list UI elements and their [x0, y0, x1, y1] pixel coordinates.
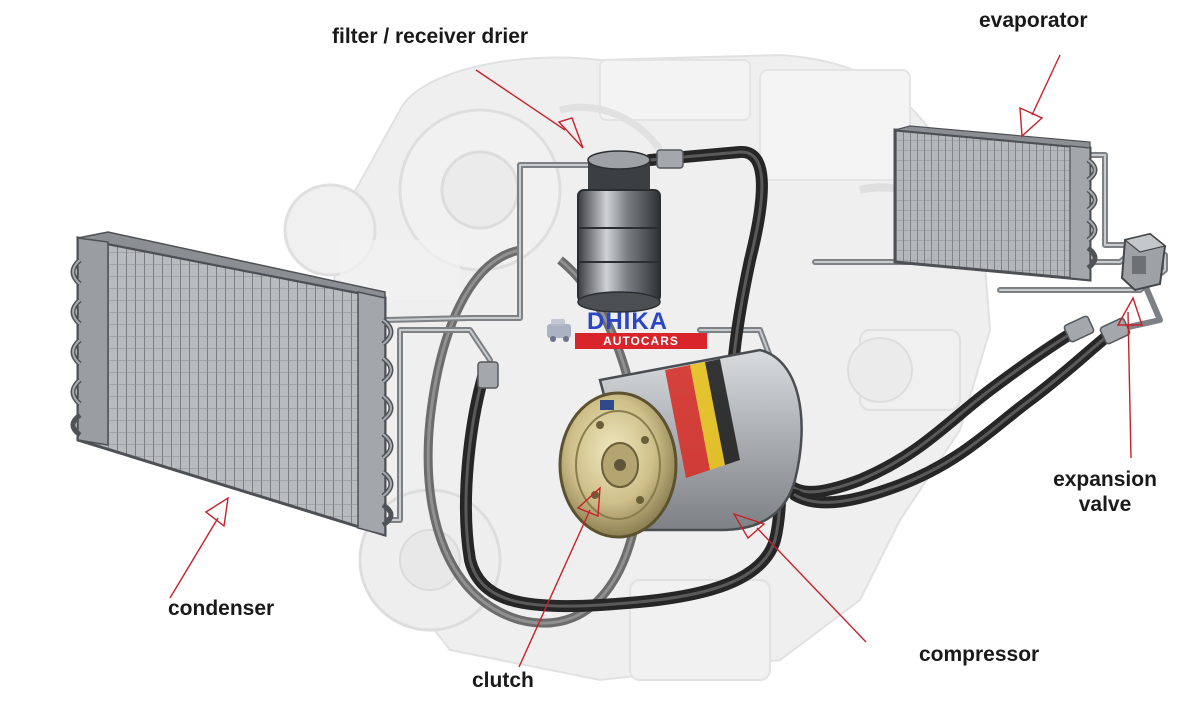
pointer-condenser	[169, 517, 219, 599]
pointer-evaporator	[1031, 54, 1061, 116]
pointer-clutch	[518, 509, 591, 668]
expansion-valve-component	[1120, 232, 1167, 292]
brand-watermark: DHIKA AUTOCARS	[545, 308, 715, 352]
receiver-drier-component	[577, 150, 661, 313]
pointer-expansion-valve	[1127, 311, 1132, 459]
label-condenser: condenser	[168, 597, 275, 620]
brand-logo-icon	[547, 319, 571, 342]
label-compressor: compressor	[919, 643, 1040, 666]
brand-name-top: DHIKA	[587, 308, 668, 335]
label-expansion-valve-line1: expansion	[1053, 468, 1157, 491]
label-expansion-valve-line2: valve	[1078, 493, 1132, 516]
pointer-filter-receiver-drier	[475, 69, 566, 131]
condenser-component	[70, 231, 394, 538]
label-filter-receiver-drier: filter / receiver drier	[332, 25, 529, 48]
label-clutch: clutch	[472, 669, 534, 692]
pointer-compressor	[756, 527, 867, 643]
evaporator-component	[893, 125, 1098, 282]
label-evaporator: evaporator	[979, 9, 1088, 32]
label-expansion-valve: expansion valve	[1040, 467, 1170, 517]
brand-name-bottom: AUTOCARS	[575, 333, 707, 349]
label-pointers	[169, 54, 1143, 668]
